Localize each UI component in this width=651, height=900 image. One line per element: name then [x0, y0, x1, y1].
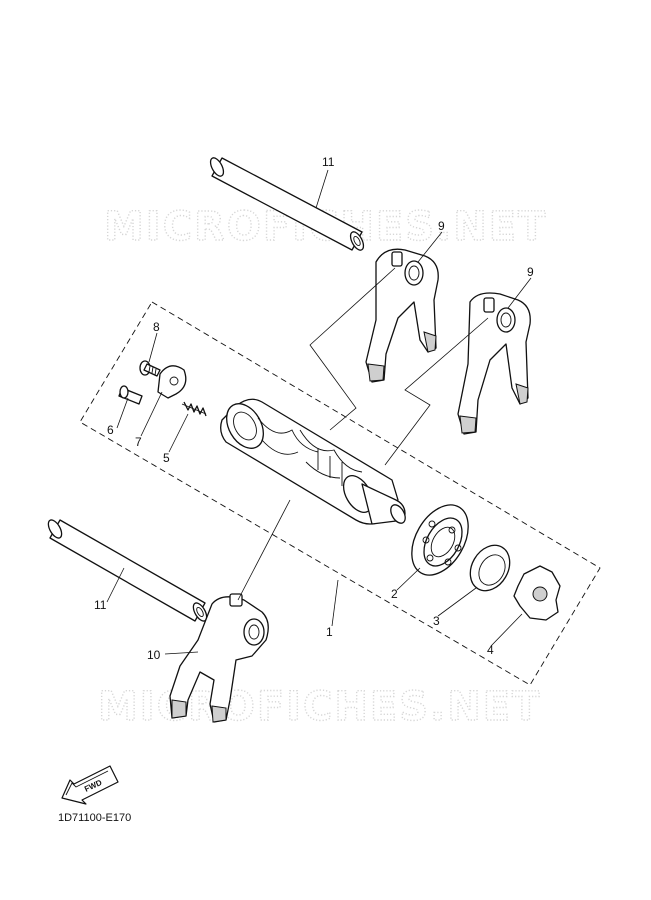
shift-fork-right-lower[interactable] — [457, 292, 531, 435]
bolt[interactable] — [118, 385, 143, 405]
screw[interactable] — [139, 360, 161, 377]
bearing[interactable] — [400, 495, 480, 585]
callout-label: 7 — [135, 435, 142, 449]
callout-label: 11 — [322, 155, 335, 169]
callout-label: 6 — [107, 423, 114, 437]
segment[interactable] — [513, 565, 561, 621]
assembly-boundary-box — [79, 301, 601, 686]
callout-label: 9 — [438, 219, 445, 233]
shift-fork-left[interactable] — [169, 593, 269, 723]
callout-label: 11 — [94, 598, 107, 612]
callout-label: 5 — [163, 451, 170, 465]
callout-label: 2 — [391, 587, 398, 601]
plate[interactable] — [157, 365, 187, 399]
callout-label: 9 — [527, 265, 534, 279]
collar[interactable] — [462, 538, 517, 598]
fwd-arrow-badge: FWD — [61, 765, 119, 805]
spring[interactable] — [181, 401, 207, 417]
shift-rod-top[interactable] — [208, 156, 366, 252]
callout-label: 4 — [487, 643, 494, 657]
shift-drum[interactable] — [219, 397, 408, 525]
diagram-code: 1D71100-E170 — [58, 812, 131, 824]
watermark-bottom: MICROFICHES.NET — [98, 684, 541, 730]
shift-fork-right-upper[interactable] — [365, 248, 439, 383]
callout-label: 10 — [147, 648, 161, 662]
shift-rod-bottom[interactable] — [46, 518, 210, 623]
callout-label: 8 — [153, 320, 160, 334]
callout-label: 1 — [326, 625, 333, 639]
callout-label: 3 — [433, 614, 440, 628]
